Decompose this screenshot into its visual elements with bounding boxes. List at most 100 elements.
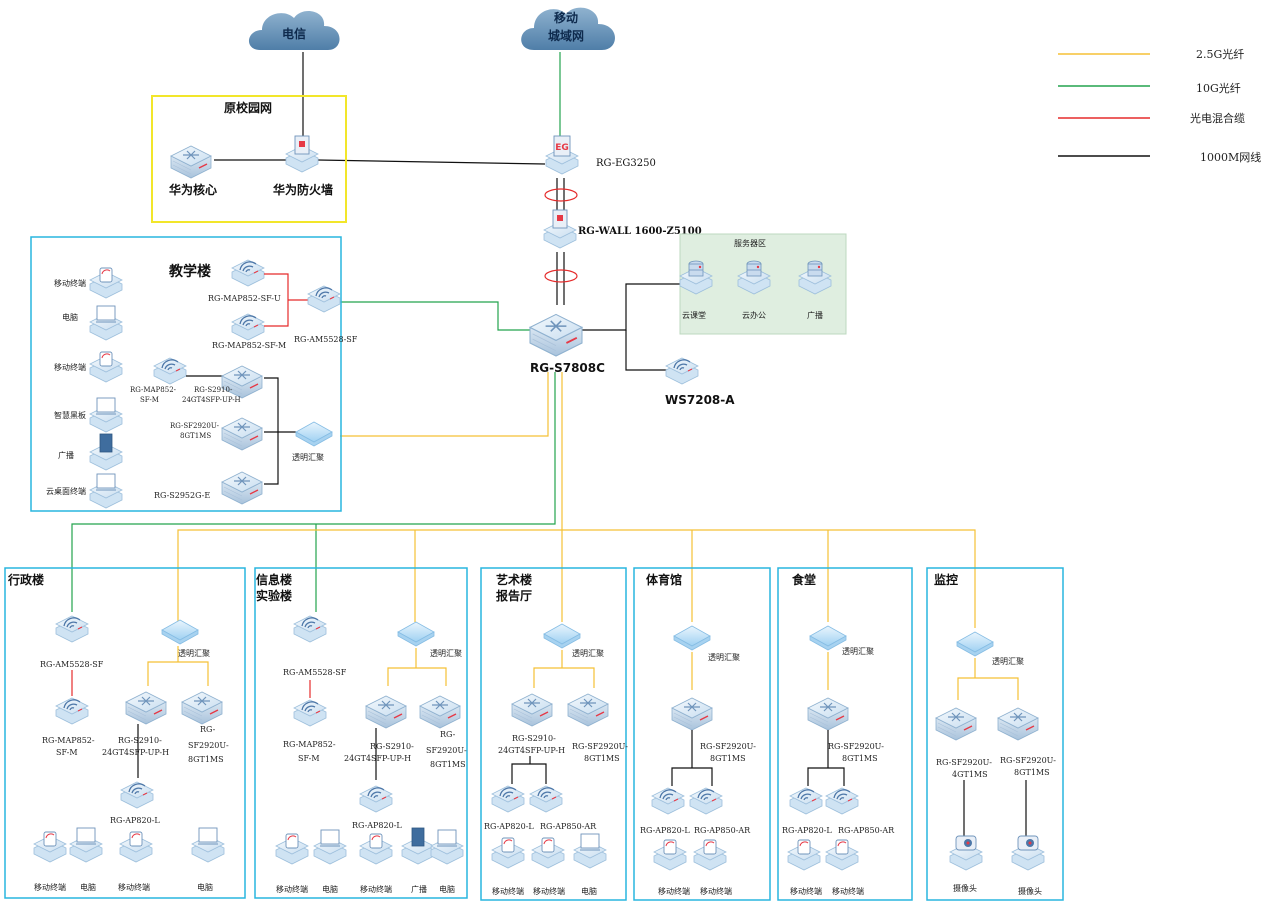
info-title-1: 信息楼 [256, 572, 292, 587]
terminal-label: 移动终端 [533, 886, 565, 896]
am-label: RG-AM5528-SF [40, 660, 104, 669]
speaker-icon [401, 827, 435, 865]
sf-label-2: 8GT1MS [584, 754, 620, 763]
ap-label-1: RG-AP820-L [782, 826, 832, 835]
switch-icon [181, 691, 223, 725]
huawei-firewall-label: 华为防火墙 [273, 182, 333, 197]
sf-label-2: 8GT1MS [710, 754, 746, 763]
cloud-mobile: 移动 城域网 [521, 7, 616, 50]
ap-icon [530, 786, 562, 812]
legend-label-copper: 1000M网线 [1200, 150, 1261, 164]
terminal-label: 移动终端 [832, 886, 864, 896]
aggregator-label: 透明汇聚 [992, 657, 1024, 666]
canteen-title: 食堂 [791, 572, 816, 587]
monitor-building: 监控 透明汇聚 RG-SF2920U- 4GT1MS RG-SF2920U- 8… [926, 567, 1064, 901]
server-label: 广播 [807, 310, 823, 320]
map-label-2: SF-M [56, 748, 78, 757]
am-label: RG-AM5528-SF [283, 668, 347, 677]
huawei-firewall-icon [285, 135, 319, 173]
terminal-label: 移动终端 [276, 884, 308, 894]
ap-label-2: RG-AP850-AR [540, 822, 597, 831]
mobile-terminal-icon [90, 268, 122, 298]
ap-manager-icon [56, 616, 88, 642]
ap-icon [690, 788, 722, 814]
map-u-label: RG-MAP852-SF-U [208, 294, 281, 303]
sf-label-1: RG- [440, 730, 456, 739]
ap-label-1: RG-AP820-L [640, 826, 690, 835]
am-label: RG-AM5528-SF [294, 335, 358, 344]
core-switch-label: RG-S7808C [530, 361, 605, 375]
aggregator-label: 透明汇聚 [430, 649, 462, 658]
switch-icon [567, 693, 609, 727]
canteen-building: 食堂 透明汇聚 RG-SF2920U- 8GT1MS RG-AP820-L RG… [777, 567, 913, 901]
huawei-core-icon [170, 145, 212, 179]
ap-icon [652, 788, 684, 814]
egress-gateway: EG RG-EG3250 [545, 135, 656, 175]
switch-icon [511, 693, 553, 727]
server-label: 云课堂 [682, 310, 706, 320]
map-m-label: RG-MAP852-SF-M [212, 341, 286, 350]
map-label-1: RG-MAP852- [283, 740, 336, 749]
sf2920-label-1: RG-SF2920U- [170, 422, 220, 430]
s2910-label-2: 24GT4SFP-UP-H [344, 754, 411, 763]
switch-icon [807, 697, 849, 731]
ap-icon [56, 698, 88, 724]
s2910-label-2: 24GT4SFP-UP-H [498, 746, 565, 755]
mobile-terminal-icon [492, 838, 524, 868]
aggregator-icon [295, 421, 333, 447]
firewall-icon [543, 209, 577, 249]
core-switch-icon [529, 313, 583, 357]
server-label: 云办公 [742, 310, 766, 320]
terminal-label: 电脑 [62, 312, 78, 322]
ap-icon [154, 358, 186, 384]
pc-icon [90, 306, 122, 340]
pc-icon [314, 830, 346, 864]
aggregator-label: 透明汇聚 [178, 649, 210, 658]
aggregator-icon [397, 621, 435, 647]
admin-building: 行政楼 RG-AM5528-SF RG-MAP852- SF-M 透明汇聚 RG… [4, 567, 246, 899]
egress-gateway-label: RG-EG3250 [596, 158, 656, 169]
aggregator-icon [673, 625, 711, 651]
sf-a-label-1: RG-SF2920U- [936, 758, 992, 767]
legend-label-hybrid: 光电混合缆 [1190, 111, 1245, 125]
s2910-label-1: RG-S2910- [194, 386, 233, 394]
sf-a-label-2: 4GT1MS [952, 770, 988, 779]
pc-icon [574, 834, 606, 868]
terminal-label: 移动终端 [790, 886, 822, 896]
map-label-1: RG-MAP852- [42, 736, 95, 745]
wireless-controller: WS7208-A [665, 358, 735, 407]
sf-label-2: 8GT1MS [842, 754, 878, 763]
aggregator-icon [956, 631, 994, 657]
wireless-controller-label: WS7208-A [665, 393, 735, 407]
ap-manager-icon [294, 616, 326, 642]
art-title-2: 报告厅 [496, 588, 532, 603]
gateway-icon: EG [545, 135, 579, 175]
info-title-2: 实验楼 [256, 588, 292, 603]
s2910-label-1: RG-S2910- [370, 742, 414, 751]
mobile-terminal-icon [34, 832, 66, 862]
switch-icon [221, 417, 263, 451]
ap-icon [826, 788, 858, 814]
gym-title: 体育馆 [646, 572, 682, 587]
aggregator-label: 透明汇聚 [572, 649, 604, 658]
ap-icon [121, 782, 153, 808]
campus-network-box: 原校园网 华为核心 华为防火墙 [151, 95, 347, 223]
switch-icon [221, 471, 263, 505]
ap-icon [360, 786, 392, 812]
art-title-1: 艺术楼 [496, 572, 532, 587]
map-small-label-2: SF-M [140, 396, 159, 404]
sf-label-1: RG-SF2920U- [700, 742, 756, 751]
mobile-terminal-icon [788, 840, 820, 870]
terminal-label: 移动终端 [700, 886, 732, 896]
teaching-title: 教学楼 [169, 263, 211, 280]
s2910-label-2: 24GT4SFP-UP-H [182, 396, 241, 404]
firewall-label: RG-WALL 1600-Z5100 [578, 226, 702, 237]
mobile-terminal-icon [826, 840, 858, 870]
s2910-label-2: 24GT4SFP-UP-H [102, 748, 169, 757]
cloud-mobile-label-2: 城域网 [548, 28, 584, 43]
map-label-2: SF-M [298, 754, 320, 763]
legend: 2.5G光纤 10G光纤 光电混合缆 1000M网线 [1058, 47, 1261, 164]
legend-label-10g: 10G光纤 [1196, 81, 1241, 95]
sf2920-label-2: 8GT1MS [180, 432, 211, 440]
